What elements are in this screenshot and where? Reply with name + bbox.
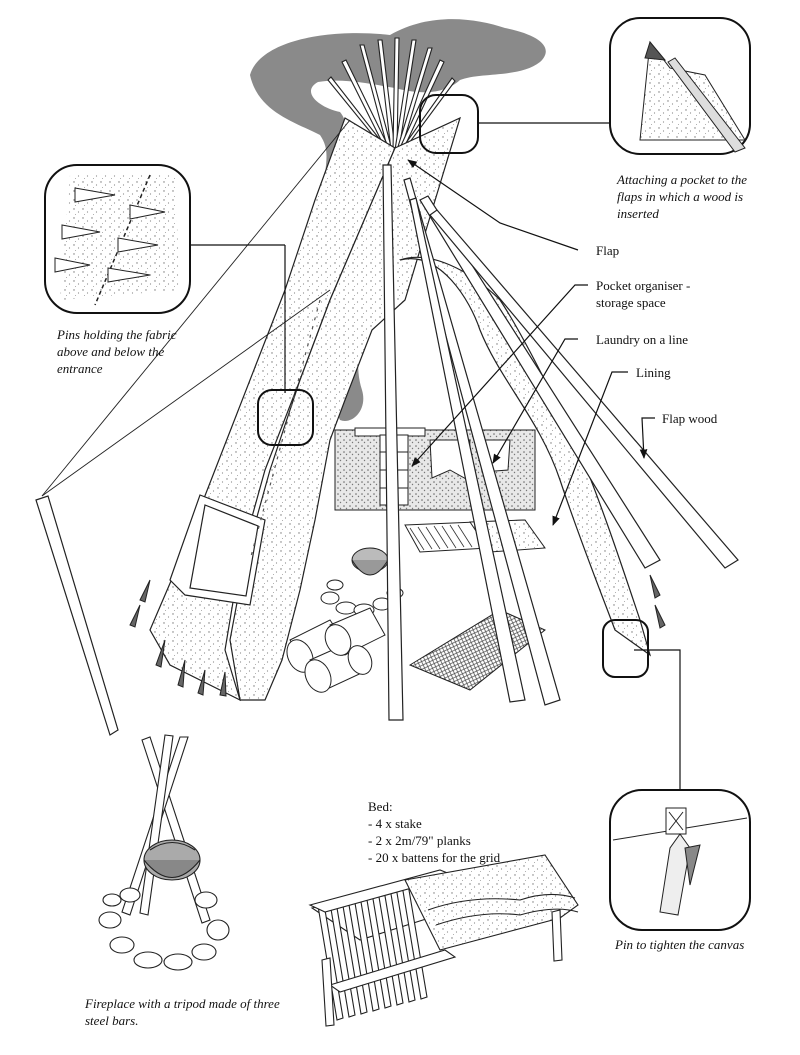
- caption-fireplace: Fireplace with a tripod made of three st…: [85, 996, 280, 1028]
- bed-item-battens: - 20 x battens for the grid: [368, 850, 501, 865]
- guy-lines: [41, 119, 351, 497]
- pegs: [129, 574, 666, 697]
- fireplace-drawing: [98, 734, 230, 971]
- bed-item-stake: - 4 x stake: [368, 816, 422, 831]
- caption-pocket: Attaching a pocket to the flaps in which…: [617, 172, 747, 221]
- inset-pins: [44, 164, 191, 314]
- caption-pins: Pins holding the fabric above and below …: [57, 327, 177, 376]
- label-laundry: Laundry on a line: [596, 332, 689, 347]
- caption-pin: Pin to tighten the canvas: [615, 937, 745, 952]
- tipi-canvas: [149, 116, 652, 702]
- bed-item-planks: - 2 x 2m/79" planks: [368, 833, 471, 848]
- label-flap-wood: Flap wood: [662, 411, 718, 426]
- label-flap: Flap: [596, 243, 620, 258]
- inset-pin: [609, 789, 751, 931]
- inset-pocket: [609, 17, 751, 155]
- leader-lines: [190, 122, 681, 790]
- detail-highlights: [257, 94, 649, 678]
- label-lining: Lining: [636, 365, 671, 380]
- bed-drawing: [308, 854, 579, 1027]
- label-pocket-organiser: Pocket organiser - storage space: [596, 278, 691, 310]
- smoke: [250, 19, 546, 421]
- bed-list-block: Bed: - 4 x stake - 2 x 2m/79" planks - 2…: [368, 798, 568, 866]
- bed-title: Bed:: [368, 799, 393, 814]
